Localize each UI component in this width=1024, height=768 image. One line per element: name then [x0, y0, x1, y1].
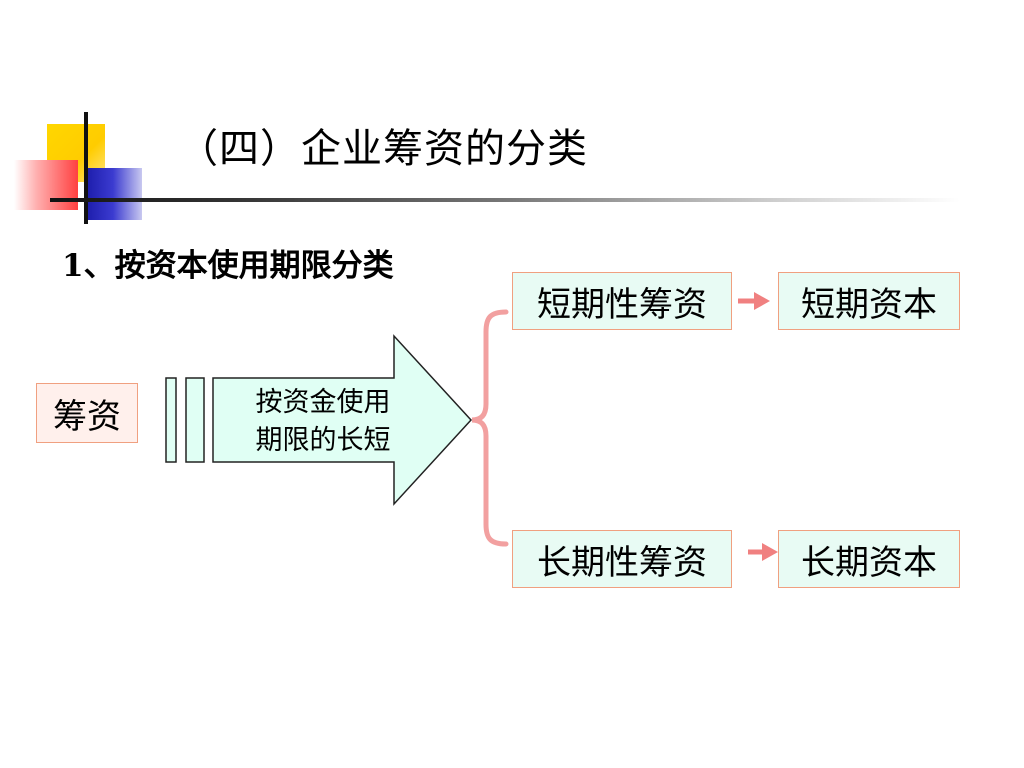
decorative-vertical-line — [84, 112, 88, 224]
criterion-label: 按资金使用 期限的长短 — [228, 384, 418, 460]
criterion-label-line-2: 期限的长短 — [255, 425, 391, 456]
criterion-label-line-1: 按资金使用 — [255, 387, 391, 418]
title-underline — [50, 198, 960, 202]
decorative-red-square — [14, 160, 78, 210]
section-heading: 1、按资本使用期限分类 — [62, 248, 394, 284]
slide-title: （四）企业筹资的分类 — [178, 126, 588, 172]
branch-brace — [471, 309, 509, 547]
long-term-arrow — [748, 543, 778, 561]
arrow-tail-bar-2 — [185, 377, 205, 463]
long-term-financing-box: 长期性筹资 — [512, 530, 732, 588]
short-term-arrow — [738, 292, 770, 310]
arrow-tail-bar-1 — [165, 377, 177, 463]
financing-box: 筹资 — [36, 383, 138, 443]
decorative-blue-square — [84, 168, 142, 220]
short-term-capital-box: 短期资本 — [778, 272, 960, 330]
long-term-capital-box: 长期资本 — [778, 530, 960, 588]
short-term-financing-box: 短期性筹资 — [512, 272, 732, 330]
